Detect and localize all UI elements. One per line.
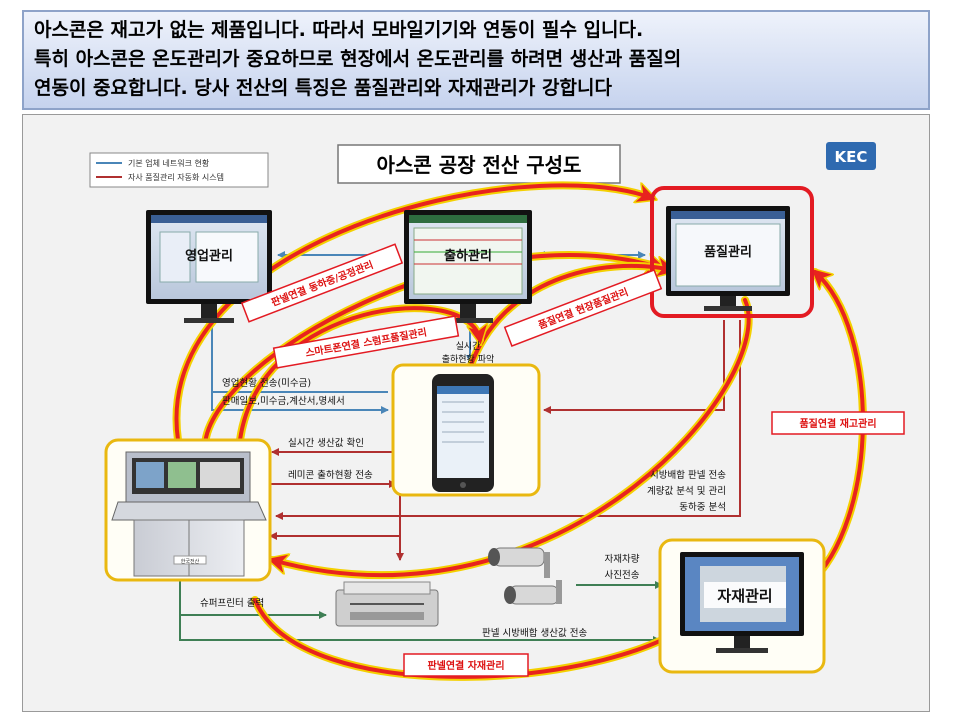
sales-label: 영업관리 <box>185 248 233 264</box>
label-quality-stock: 품질연결 재고관리 <box>771 411 905 435</box>
plant-brand: 한국전산 <box>181 558 200 565</box>
quality-label: 품질관리 <box>704 244 752 260</box>
big-arrows <box>172 181 867 681</box>
vehicle-2: 사진전송 <box>605 570 640 581</box>
sales-status-2: 판매일보,미수금,계산서,명세서 <box>222 395 345 407</box>
kec-logo-text: KEC <box>835 148 868 166</box>
svg-text:품질연결 현장품질관리: 품질연결 현장품질관리 <box>536 285 630 331</box>
diagram-title: 아스콘 공장 전산 구성도 <box>377 153 582 177</box>
plant-control-node: 한국전산 <box>104 438 272 582</box>
material-label: 자재관리 <box>717 587 772 605</box>
legend-basic-label: 기본 업체 네트워크 현황 <box>128 158 210 168</box>
sales-status-1: 영업현황 전송(미수금) <box>222 377 311 389</box>
header-line-1: 아스콘은 재고가 없는 제품입니다. 따라서 모바일기기와 연동이 필수 입니다… <box>34 19 644 41</box>
mix-2: 계량값 분석 및 관리 <box>647 485 726 497</box>
mix-3: 동하중 분석 <box>679 501 726 513</box>
legend: 기본 업체 네트워크 현황 자사 품질관리 자동화 시스템 <box>89 152 269 188</box>
camera-node <box>488 547 562 605</box>
green-lines <box>179 580 663 644</box>
remicon-ship: 레미콘 출하현황 전송 <box>288 469 373 481</box>
panel-mix-send: 판넬 시방배합 생산값 전송 <box>482 627 587 639</box>
mobile-caption-1: 실시간 <box>456 341 481 352</box>
flow-texts: 영업현황 전송(미수금) 판매일보,미수금,계산서,명세서 실시간 생산값 확인… <box>200 377 726 639</box>
kec-logo: KEC <box>826 142 876 170</box>
mobile-node: 실시간 출하현황 파악 <box>391 341 541 497</box>
shipping-label: 출하관리 <box>444 248 492 264</box>
svg-text:판넬연결 자재관리: 판넬연결 자재관리 <box>427 659 504 672</box>
header-line-2: 특히 아스콘은 온도관리가 중요하므로 현장에서 온도관리를 하려면 생산과 품… <box>34 48 682 70</box>
red-system-lines <box>269 320 741 561</box>
material-node: 자재관리 <box>658 538 826 674</box>
svg-text:품질연결 재고관리: 품질연결 재고관리 <box>799 417 876 430</box>
mix-1: 시방배합 판넬 전송 <box>650 469 726 481</box>
sales-monitor: 영업관리 <box>146 210 272 323</box>
mobile-caption-2: 출하현황 파악 <box>442 353 495 365</box>
quality-monitor: 품질관리 <box>650 186 814 318</box>
label-panel-material: 판넬연결 자재관리 <box>403 653 529 677</box>
header-line-3: 연동이 중요합니다. 당사 전산의 특징은 품질관리와 자재관리가 강합니다 <box>34 77 612 99</box>
shipping-monitor: 출하관리 <box>404 210 532 323</box>
printer-out: 슈퍼프린터 출력 <box>200 597 264 609</box>
vehicle-1: 자재차량 <box>605 553 640 565</box>
header-banner: 아스콘은 재고가 없는 제품입니다. 따라서 모바일기기와 연동이 필수 입니다… <box>22 10 930 110</box>
legend-own-label: 자사 품질관리 자동화 시스템 <box>128 172 224 182</box>
realtime-output: 실시간 생산값 확인 <box>288 437 364 449</box>
printer-node <box>335 581 439 627</box>
diagram-title-box: 아스콘 공장 전산 구성도 <box>337 144 621 184</box>
